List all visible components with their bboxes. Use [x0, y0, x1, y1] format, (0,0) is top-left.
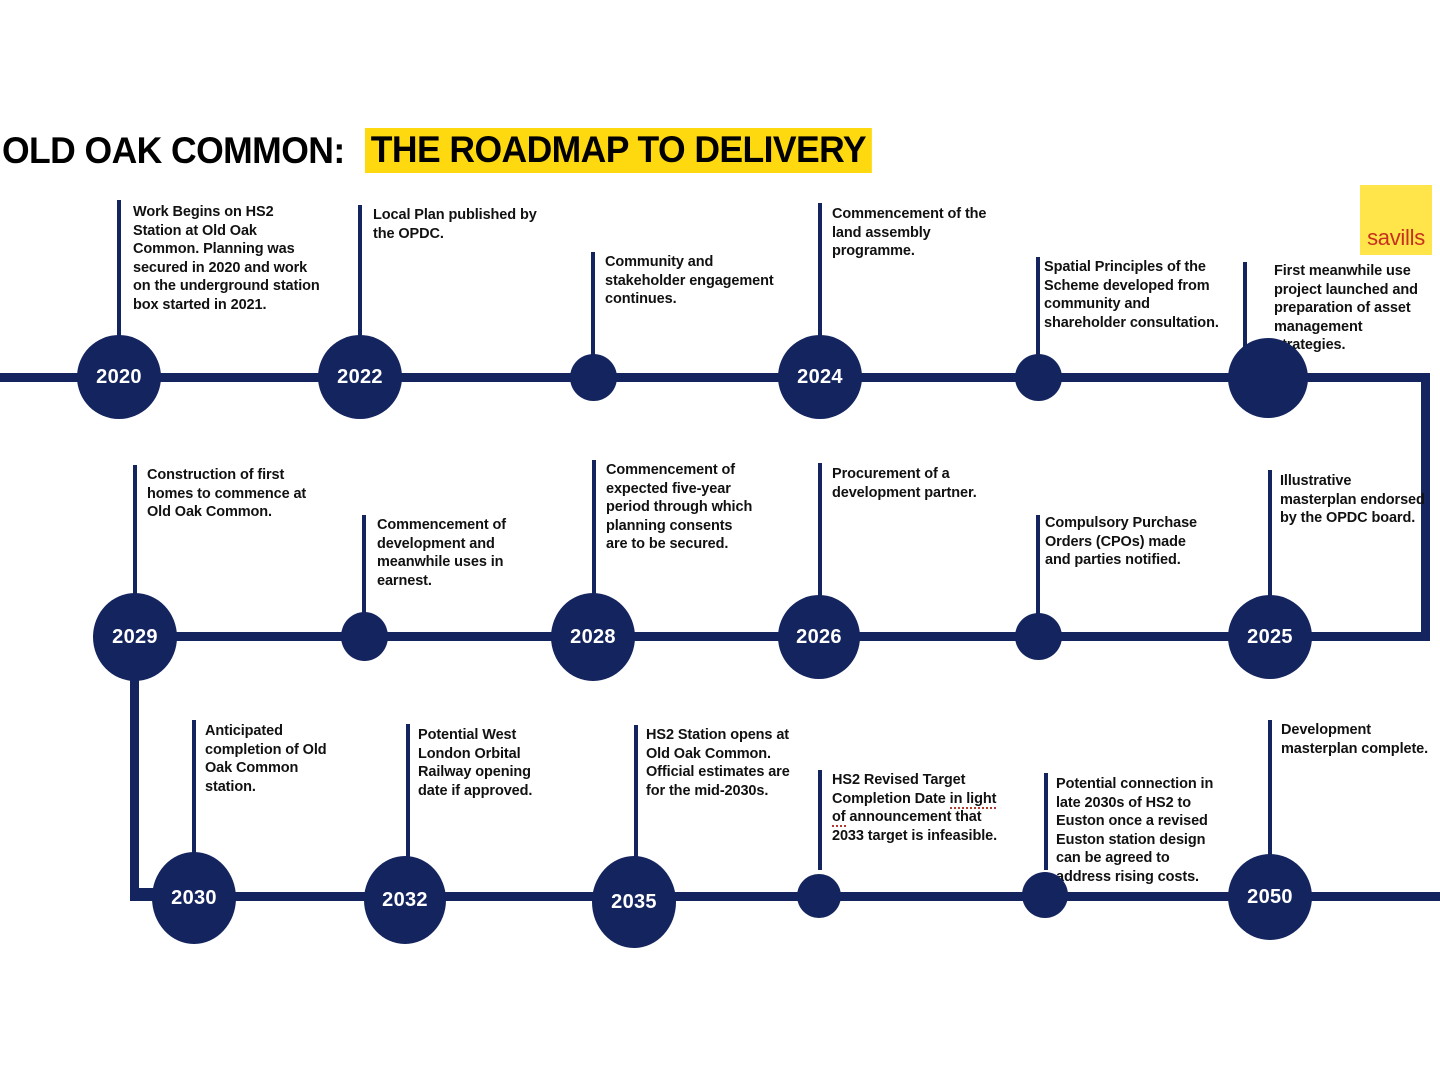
caption-2050: Development masterplan complete.: [1281, 722, 1429, 757]
node-label-2022: 2022: [337, 365, 383, 388]
stem-2026: [818, 463, 822, 598]
timeline-node-2022[interactable]: 2022: [318, 335, 402, 419]
stem-row1-n6: [1243, 262, 1247, 363]
caption-row3-n4-spellcheck2: of: [832, 809, 846, 828]
caption-row3-n5: Potential connection in late 2030s of HS…: [1056, 776, 1214, 885]
timeline-connector-right-bottom: [1270, 632, 1430, 641]
caption-2028: Commencement of expected five-year perio…: [606, 462, 753, 553]
node-label-2030: 2030: [171, 886, 217, 909]
caption-row1-n6: First meanwhile use project launched and…: [1274, 263, 1418, 354]
stem-row1-n5: [1036, 257, 1040, 363]
node-label-2032: 2032: [382, 888, 428, 911]
timeline-node-2025[interactable]: 2025: [1228, 595, 1312, 679]
node-label-2029: 2029: [112, 625, 158, 648]
timeline-rail-row-3: [130, 892, 1440, 901]
stem-2050: [1268, 720, 1272, 870]
stem-row3-n4: [818, 770, 822, 870]
node-label-2025: 2025: [1247, 625, 1293, 648]
timeline-rail-row-1: [0, 373, 1430, 382]
timeline-node-row3-n5[interactable]: [1022, 872, 1068, 918]
caption-2022: Local Plan published by the OPDC.: [373, 207, 537, 242]
stem-2030: [192, 720, 196, 868]
caption-2025: Illustrative masterplan endorsed by the …: [1280, 473, 1425, 527]
caption-2020: Work Begins on HS2 Station at Old Oak Co…: [133, 204, 320, 313]
node-label-2035: 2035: [611, 890, 657, 913]
timeline-node-2035[interactable]: 2035: [592, 856, 676, 948]
stem-row1-n3: [591, 252, 595, 362]
caption-row3-n4-spellcheck1: in light: [949, 790, 997, 809]
title-main-text: OLD OAK COMMON:: [2, 129, 345, 171]
timeline-node-2028[interactable]: 2028: [551, 593, 635, 681]
stem-row3-n5: [1044, 773, 1048, 870]
stem-2035: [634, 725, 638, 868]
timeline-node-2030[interactable]: 2030: [152, 852, 236, 944]
node-label-2024: 2024: [797, 365, 843, 388]
timeline-node-2024[interactable]: 2024: [778, 335, 862, 419]
caption-2035: HS2 Station opens at Old Oak Common. Off…: [646, 727, 790, 799]
timeline-node-row1-n6[interactable]: [1228, 338, 1308, 418]
stem-row2-n5: [1036, 515, 1040, 620]
timeline-connector-right: [1421, 373, 1430, 641]
caption-2032: Potential West London Orbital Railway op…: [418, 727, 533, 799]
node-label-2020: 2020: [96, 365, 142, 388]
timeline-node-row1-n3[interactable]: [570, 354, 617, 401]
timeline-node-row2-n5[interactable]: [1015, 613, 1062, 660]
timeline-node-2050[interactable]: 2050: [1228, 854, 1312, 940]
stem-2022: [358, 205, 362, 360]
caption-2026: Procurement of a development partner.: [832, 466, 977, 501]
caption-2029: Construction of first homes to commence …: [147, 467, 307, 521]
caption-row1-n3: Community and stakeholder engagement con…: [605, 254, 774, 308]
stem-2028: [592, 460, 596, 598]
stem-2029: [133, 465, 137, 598]
caption-row3-n4-part2: announcement that 2033 target is infeasi…: [832, 809, 998, 844]
timeline-node-row2-n2[interactable]: [341, 612, 388, 661]
stem-2025: [1268, 470, 1272, 598]
stem-2024: [818, 203, 822, 360]
timeline-node-row3-n4[interactable]: [797, 874, 841, 918]
stem-2032: [406, 724, 410, 868]
node-label-2026: 2026: [796, 625, 842, 648]
stem-row2-n2: [362, 515, 366, 620]
node-label-2028: 2028: [570, 625, 616, 648]
timeline-node-2029[interactable]: 2029: [93, 593, 177, 681]
stem-2020: [117, 200, 121, 360]
caption-row1-n5: Spatial Principles of the Scheme develop…: [1044, 259, 1219, 331]
caption-row2-n2: Commencement of development and meanwhil…: [377, 517, 507, 589]
timeline-connector-left: [130, 665, 139, 893]
caption-row2-n5: Compulsory Purchase Orders (CPOs) made a…: [1045, 515, 1198, 569]
timeline-node-row1-n5[interactable]: [1015, 354, 1062, 401]
timeline-node-2026[interactable]: 2026: [778, 595, 860, 679]
savills-logo: savills: [1360, 185, 1432, 255]
caption-2024: Commencement of the land assembly progra…: [832, 206, 987, 260]
caption-2030: Anticipated completion of Old Oak Common…: [205, 723, 327, 795]
node-label-2050: 2050: [1247, 885, 1293, 908]
page-title: OLD OAK COMMON: THE ROADMAP TO DELIVERY: [2, 127, 893, 173]
timeline-rail-row-2: [100, 632, 1295, 641]
timeline-node-2020[interactable]: 2020: [77, 335, 161, 419]
caption-row3-n4-part1: HS2 Revised Target Completion Date: [832, 772, 966, 807]
timeline-node-2032[interactable]: 2032: [364, 856, 446, 944]
title-highlight-text: THE ROADMAP TO DELIVERY: [364, 127, 872, 173]
caption-row3-n4: HS2 Revised Target Completion Date in li…: [832, 771, 1012, 845]
savills-wordmark: savills: [1367, 225, 1425, 250]
